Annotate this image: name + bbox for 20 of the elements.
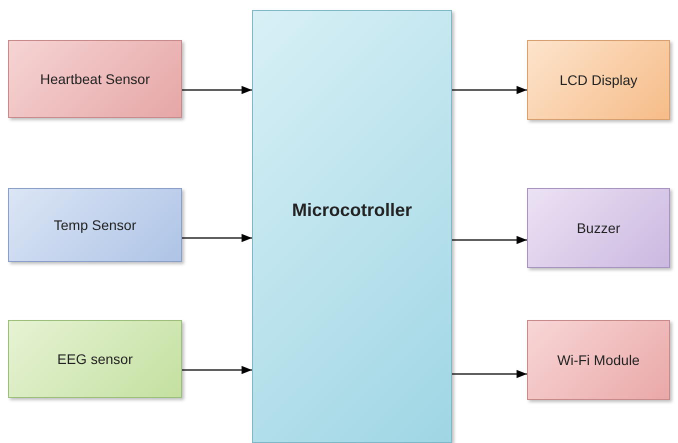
microcontroller-block <box>252 10 452 443</box>
arrow <box>182 234 252 242</box>
block-label: Microcotroller <box>290 199 414 222</box>
block-label: Temp Sensor <box>52 216 138 234</box>
block-label: Heartbeat Sensor <box>39 70 151 88</box>
arrow <box>452 370 527 378</box>
block-label: LCD Display <box>558 70 638 90</box>
block-label: EEG sensor <box>56 350 134 368</box>
block-label: Wi-Fi Module <box>556 350 641 370</box>
arrow <box>452 86 527 94</box>
arrow <box>452 236 527 244</box>
module-box <box>8 188 182 262</box>
arrow <box>182 86 252 94</box>
module-box <box>527 188 670 268</box>
arrow <box>182 366 252 374</box>
block-label: Buzzer <box>576 218 622 238</box>
module-box <box>527 40 670 120</box>
module-box <box>8 320 182 398</box>
module-box <box>527 320 670 400</box>
module-box <box>8 40 182 118</box>
